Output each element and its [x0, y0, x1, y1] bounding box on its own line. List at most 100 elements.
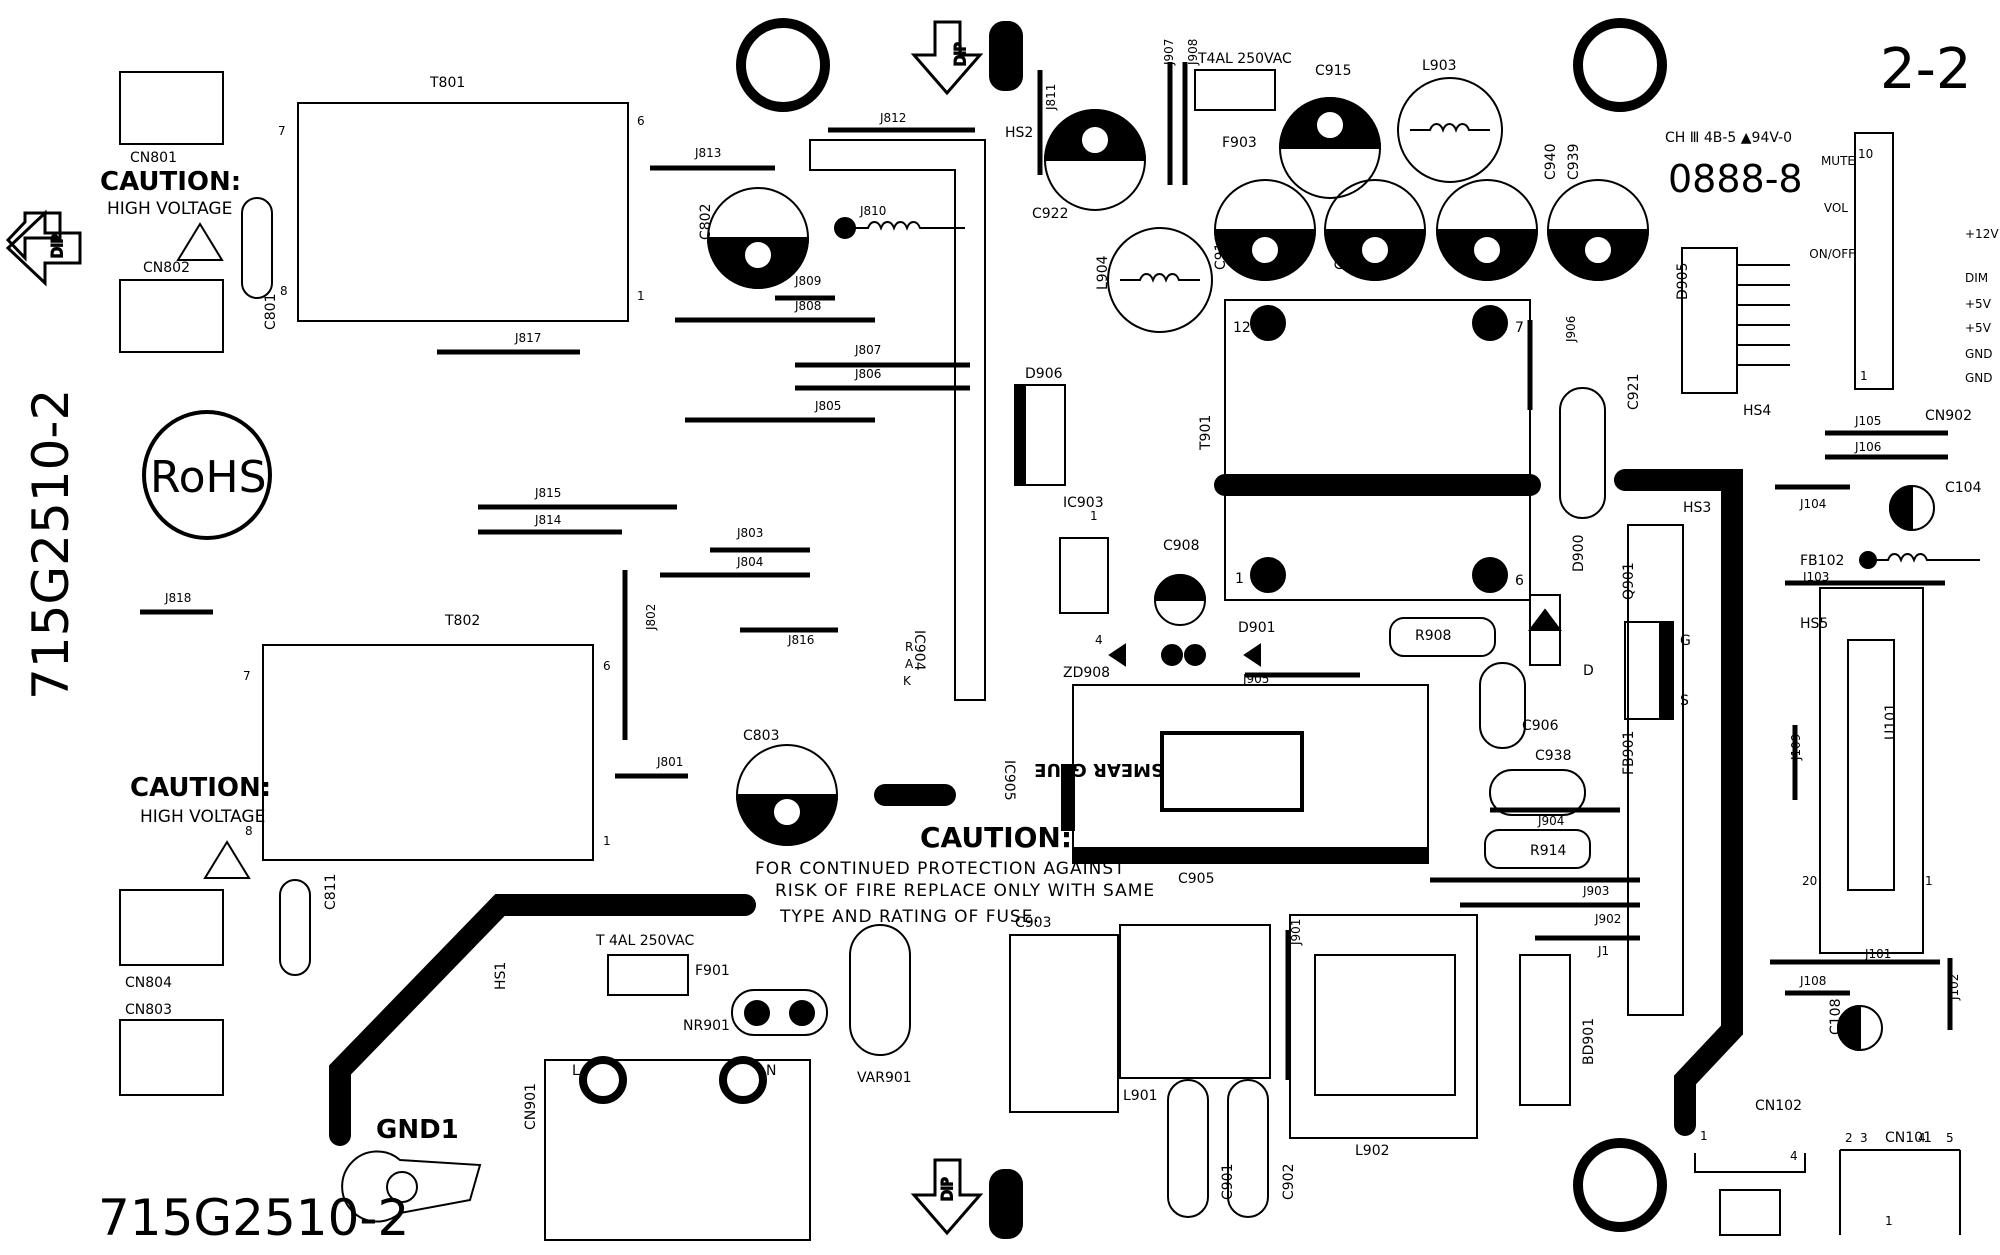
label-d901: D901 — [1238, 620, 1276, 636]
f903-box — [1194, 69, 1276, 111]
label-u101: U101 — [1883, 703, 1899, 740]
label-fb901: FB901 — [1621, 731, 1637, 775]
dip-arrow-left-body — [5, 209, 82, 287]
label-r914: R914 — [1530, 843, 1567, 859]
nr901-body — [731, 989, 828, 1036]
label-j805: J805 — [814, 399, 841, 413]
ic904-a: A — [905, 657, 914, 671]
t802-pin-7: 7 — [243, 669, 251, 683]
ic904-r: R — [905, 640, 913, 654]
nr901-pad-a — [744, 1000, 770, 1026]
q901-tab — [1659, 621, 1674, 720]
res-r914 — [1484, 829, 1591, 869]
label-j101: J101 — [1864, 947, 1891, 961]
label-cn801: CN801 — [130, 150, 177, 166]
label-j106: J106 — [1854, 440, 1881, 454]
svg-text:DIP: DIP — [953, 43, 969, 66]
label-l904: L904 — [1095, 255, 1111, 290]
label-j811: J811 — [1044, 84, 1058, 111]
bd901-body — [1519, 954, 1571, 1106]
label-j813: J813 — [694, 146, 721, 160]
pad-t901-6 — [1472, 557, 1508, 593]
transformer-t801 — [297, 102, 629, 322]
cn902-pin-gnd-a: GND — [1965, 347, 1993, 361]
cn902-pin-vol: VOL — [1824, 201, 1848, 215]
cn102-pin-4: 4 — [1790, 1149, 1798, 1163]
label-j108: J108 — [1799, 974, 1826, 988]
ic903-body — [1059, 537, 1109, 614]
label-d906: D906 — [1025, 366, 1063, 382]
cn102-outline — [1694, 1153, 1806, 1236]
transformer-t802 — [262, 644, 594, 861]
fb102-coil — [1870, 553, 1980, 563]
label-j810: J810 — [859, 204, 886, 218]
cn804-box — [119, 889, 224, 966]
l904-coil — [1120, 273, 1200, 283]
pad-j810 — [834, 217, 856, 239]
inductor-l904 — [1107, 227, 1213, 333]
label-j102: J102 — [1947, 974, 1961, 1001]
label-c921: C921 — [1626, 374, 1642, 411]
label-c939: C939 — [1566, 144, 1582, 181]
pad-n — [719, 1056, 767, 1104]
label-c803: C803 — [743, 728, 780, 744]
ic905-k: K — [1063, 767, 1072, 781]
t901-pin-6: 6 — [1515, 573, 1524, 589]
label-j103: J103 — [1802, 570, 1829, 584]
label-c811: C811 — [323, 874, 339, 911]
f901-box — [607, 954, 689, 996]
ic904-k: K — [903, 674, 912, 688]
cap-c938 — [1489, 769, 1586, 816]
cap-c902 — [1227, 1079, 1269, 1218]
heavy-traces — [329, 469, 1743, 1146]
label-hs3: HS3 — [1683, 500, 1711, 516]
label-zd908: ZD908 — [1063, 665, 1110, 681]
labels: 2-2 715G2510-2 715G2510-2 RoHS GND1 CH Ⅲ… — [22, 37, 1999, 1247]
label-j906: J906 — [1564, 316, 1578, 343]
d906-band — [1014, 384, 1026, 486]
fire-line-3: TYPE AND RATING OF FUSE. — [779, 907, 1040, 927]
label-hs2: HS2 — [1005, 125, 1033, 141]
inductor-l903 — [1397, 77, 1503, 183]
mounting-hole-bottom-right — [1573, 1138, 1667, 1232]
mounting-hole-top-right — [1573, 18, 1667, 112]
label-j818: J818 — [164, 591, 191, 605]
label-j901: J901 — [1289, 919, 1303, 946]
l901-box — [1119, 924, 1271, 1079]
label-c802: C802 — [698, 204, 714, 241]
label-j816: J816 — [787, 633, 814, 647]
cn101-pin-4: 4 — [1918, 1131, 1926, 1145]
pad-d901-a — [1161, 644, 1183, 666]
hv-label-top: HIGH VOLTAGE — [107, 199, 232, 219]
cn902-box — [1854, 132, 1894, 390]
l903-coil — [1410, 123, 1490, 133]
cn101-pin-5: 5 — [1946, 1131, 1954, 1145]
t801-pin-6: 6 — [637, 114, 645, 128]
label-j815: J815 — [534, 486, 561, 500]
u101-pin-1: 1 — [1925, 874, 1933, 888]
rev-label: 2-2 — [1880, 37, 1971, 102]
label-f903: F903 — [1222, 135, 1257, 151]
cn101-pin-1: 1 — [1885, 1214, 1893, 1228]
label-t901: T901 — [1198, 415, 1214, 451]
cn902-pin-1: 1 — [1860, 369, 1868, 383]
c903-box — [1009, 934, 1119, 1113]
cap-c801 — [241, 197, 273, 299]
label-j109: J109 — [1789, 734, 1803, 761]
dip-arrow-top: DIP — [910, 20, 1023, 96]
f903-rating: T4AL 250VAC — [1197, 51, 1292, 67]
label-cn802: CN802 — [143, 260, 190, 276]
label-j817: J817 — [514, 331, 541, 345]
label-cn101: CN101 — [1885, 1130, 1932, 1146]
label-ic905: IC905 — [1001, 760, 1017, 801]
d900-d: D — [1583, 663, 1594, 679]
cn801-box — [119, 71, 224, 145]
cn101-pin-3: 3 — [1860, 1131, 1868, 1145]
pad-t901-7 — [1472, 305, 1508, 341]
mounting-hole-top-left — [736, 18, 830, 112]
cn902-pin-12v: +12V — [1965, 227, 1999, 241]
cn902-pin-gnd-b: GND — [1965, 371, 1993, 385]
label-f901: F901 — [695, 963, 730, 979]
label-d900: D900 — [1571, 534, 1587, 572]
fire-caution-title: CAUTION: — [920, 821, 1072, 854]
